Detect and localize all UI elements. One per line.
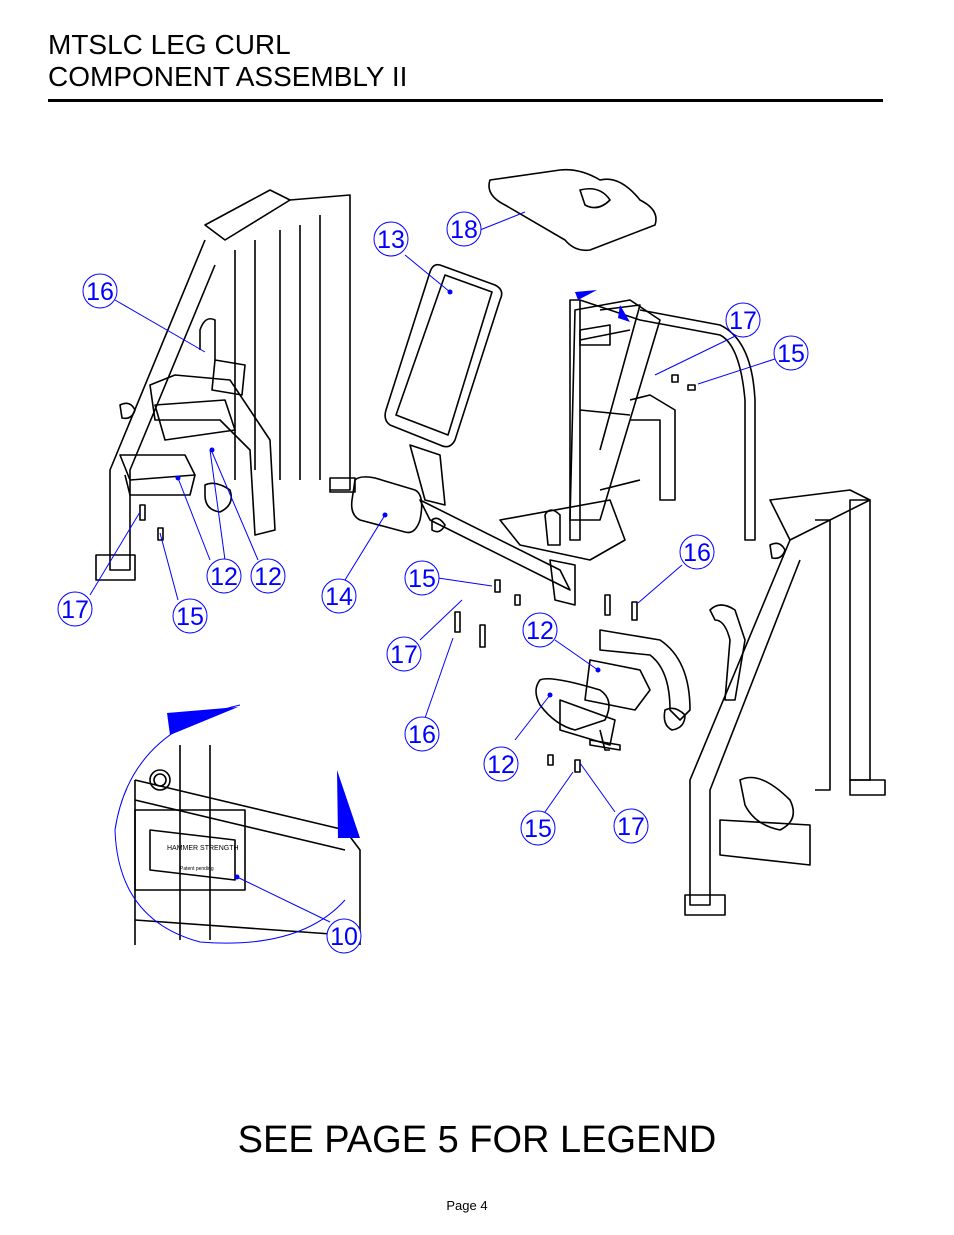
callout-number: 10 — [330, 923, 358, 951]
legend-note: SEE PAGE 5 FOR LEGEND — [237, 1119, 717, 1161]
callout-18: 18 — [446, 211, 482, 247]
back-pad — [384, 263, 503, 448]
callout-number: 12 — [526, 617, 554, 645]
callout-circle — [386, 636, 422, 672]
title-line-2: COMPONENT ASSEMBLY II — [48, 61, 408, 92]
callout-number: 16 — [86, 278, 114, 306]
callout-number: 12 — [210, 563, 238, 591]
right-frame — [684, 489, 886, 916]
callout-number: 13 — [377, 226, 405, 254]
callout-circle — [373, 221, 409, 257]
callout-number: 15 — [176, 603, 204, 631]
callout-13: 13 — [373, 221, 409, 257]
callout-number: 16 — [408, 721, 436, 749]
view-arrow-right — [337, 770, 360, 838]
callout-circle — [250, 558, 286, 594]
right-seat-assembly — [535, 629, 691, 751]
callout-15: 15 — [404, 560, 440, 596]
callout-16: 16 — [404, 716, 440, 752]
callout-circle — [725, 302, 761, 338]
callout-circle — [404, 716, 440, 752]
callout-circle — [520, 810, 556, 846]
callout-number: 15 — [777, 340, 805, 368]
detail-sub-text: Patent pending — [180, 866, 214, 872]
callout-number: 17 — [390, 641, 418, 669]
callout-12: 12 — [483, 746, 519, 782]
callout-14: 14 — [321, 578, 357, 614]
callout-16: 16 — [679, 534, 715, 570]
detail-circle — [114, 704, 346, 944]
callout-16: 16 — [82, 273, 118, 309]
leader-dots — [175, 289, 601, 880]
callout-circle — [679, 534, 715, 570]
detail-brand-text: HAMMER STRENGTH — [167, 845, 239, 852]
callout-circle — [321, 578, 357, 614]
left-frame — [95, 189, 356, 581]
callout-circle — [404, 560, 440, 596]
callout-12: 12 — [206, 558, 242, 594]
callout-10: 10 — [326, 918, 362, 954]
callout-number: 15 — [408, 565, 436, 593]
callout-number: 17 — [729, 307, 757, 335]
callout-17: 17 — [57, 591, 93, 627]
callout-circle — [57, 591, 93, 627]
rear-arrow-1 — [575, 290, 597, 300]
callout-circle — [522, 612, 558, 648]
detail-view: HAMMER STRENGTH Patent pending — [134, 745, 361, 945]
callout-12: 12 — [522, 612, 558, 648]
seat-pad — [488, 168, 657, 252]
callout-number: 17 — [617, 813, 645, 841]
callout-circle — [773, 335, 809, 371]
callout-circle — [82, 273, 118, 309]
view-arrow-top — [167, 707, 238, 735]
page-number: Page 4 — [446, 1198, 488, 1213]
title-rule — [48, 99, 883, 102]
callout-circle — [172, 598, 208, 634]
callout-circle — [483, 746, 519, 782]
callout-circle — [326, 918, 362, 954]
callout-number: 12 — [487, 751, 515, 779]
rear-frame — [569, 299, 756, 541]
callout-circle — [206, 558, 242, 594]
leader-lines — [89, 211, 779, 923]
callout-15: 15 — [520, 810, 556, 846]
callout-number: 17 — [61, 596, 89, 624]
title-line-1: MTSLC LEG CURL — [48, 29, 291, 60]
callout-circle — [613, 808, 649, 844]
hardware-pins — [139, 374, 696, 773]
callout-17: 17 — [386, 636, 422, 672]
callout-12: 12 — [250, 558, 286, 594]
callout-17: 17 — [725, 302, 761, 338]
callout-15: 15 — [773, 335, 809, 371]
callout-circle — [446, 211, 482, 247]
rear-arrow-2 — [618, 305, 630, 322]
callout-15: 15 — [172, 598, 208, 634]
callout-number: 12 — [254, 563, 282, 591]
callout-number: 18 — [450, 216, 478, 244]
callout-17: 17 — [613, 808, 649, 844]
callout-number: 16 — [683, 539, 711, 567]
callout-number: 14 — [325, 583, 353, 611]
center-carriage — [350, 299, 661, 606]
callout-number: 15 — [524, 815, 552, 843]
